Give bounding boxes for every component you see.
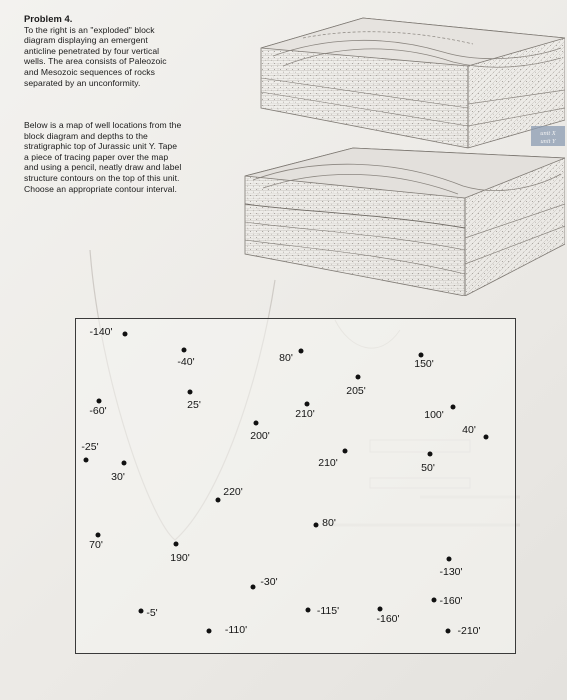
well-depth-label: -210' [457,625,481,637]
well-depth-label: 100' [424,409,444,421]
well-depth-label: -110' [224,624,248,636]
well-dot [95,532,101,538]
well-depth-label: -60' [89,405,107,417]
well-dot [122,331,128,337]
instruction-line: stratigraphic top of Jurassic unit Y. Ta… [24,141,178,152]
well-dot [446,556,452,562]
well-dot [206,628,212,634]
instruction-line: structure contours on the top of this un… [24,172,180,183]
well-dot [445,628,451,634]
well-depth-label: 150' [414,358,434,370]
well-dot [483,434,489,440]
well-dot [181,347,187,353]
well-dot [215,497,221,503]
well-dot [250,584,256,590]
upper-block [260,17,565,149]
well-depth-label: -160' [439,595,463,607]
well-depth-label: -140' [89,326,113,338]
well-dot [187,389,193,395]
well-dot [427,451,433,457]
lower-block [244,147,565,296]
well-dot [121,460,127,466]
instructions: Below is a map of well locations from th… [24,120,224,194]
well-depth-label: 40' [462,424,476,436]
instruction-line: a piece of tracing paper over the map [24,151,169,162]
well-dot [418,352,424,358]
well-dot [305,607,311,613]
well-dot [342,448,348,454]
problem-title: Problem 4. [24,13,73,24]
well-dot [298,348,304,354]
intro-line: wells. The area consists of Paleozoic [24,56,167,67]
intro-line: To the right is an "exploded" block [24,24,155,35]
well-location-map: -140' -40' 80' 150' 205' 25' -60' 210' 1… [75,318,516,654]
well-depth-label: 80' [279,352,293,364]
unit-y-label: unit Y [540,138,557,145]
well-depth-label: -30' [260,576,278,588]
well-depth-label: -5' [146,607,158,619]
well-depth-label: -115' [316,605,340,617]
well-depth-label: -25' [81,441,99,453]
well-dot [253,420,259,426]
intro-line: separated by an unconformity. [24,77,141,88]
well-depth-label: -40' [177,356,195,368]
well-depth-label: 205' [346,385,366,397]
well-depth-label: 50' [421,462,435,474]
instruction-line: block diagram and depths to the [24,130,148,141]
well-depth-label: -130' [439,566,463,578]
well-depth-label: 190' [170,552,190,564]
instruction-line: and using a pencil, neatly draw and labe… [24,162,182,173]
intro-line: diagram displaying an emergent [24,35,148,46]
well-dot [431,597,437,603]
instruction-line: Below is a map of well locations from th… [24,120,182,130]
well-depth-label: 25' [187,399,201,411]
well-dot [377,606,383,612]
well-dot [96,398,102,404]
instruction-line: Choose an appropriate contour interval. [24,183,177,194]
well-dot [83,457,89,463]
well-depth-label: 210' [295,408,315,420]
unit-x-label: unit X [540,130,557,137]
well-dot [173,541,179,547]
well-dot [138,608,144,614]
well-dot [313,522,319,528]
well-dot [450,404,456,410]
intro-line: and Mesozoic sequences of rocks [24,66,156,77]
unit-labels: unit X unit Y [531,126,565,146]
well-depth-label: 70' [89,539,103,551]
well-depth-label: -160' [376,613,400,625]
well-depth-label: 220' [223,486,243,498]
intro-line: anticline penetrated by four vertical [24,45,160,56]
well-depth-label: 200' [250,430,270,442]
well-depth-label: 210' [318,457,338,469]
well-depth-label: 30' [111,471,125,483]
well-depth-label: 80' [322,517,336,529]
block-diagram: unit X unit Y [244,17,565,296]
well-dot [355,374,361,380]
problem-intro: Problem 4. To the right is an "exploded"… [24,13,209,88]
well-dot [304,401,310,407]
